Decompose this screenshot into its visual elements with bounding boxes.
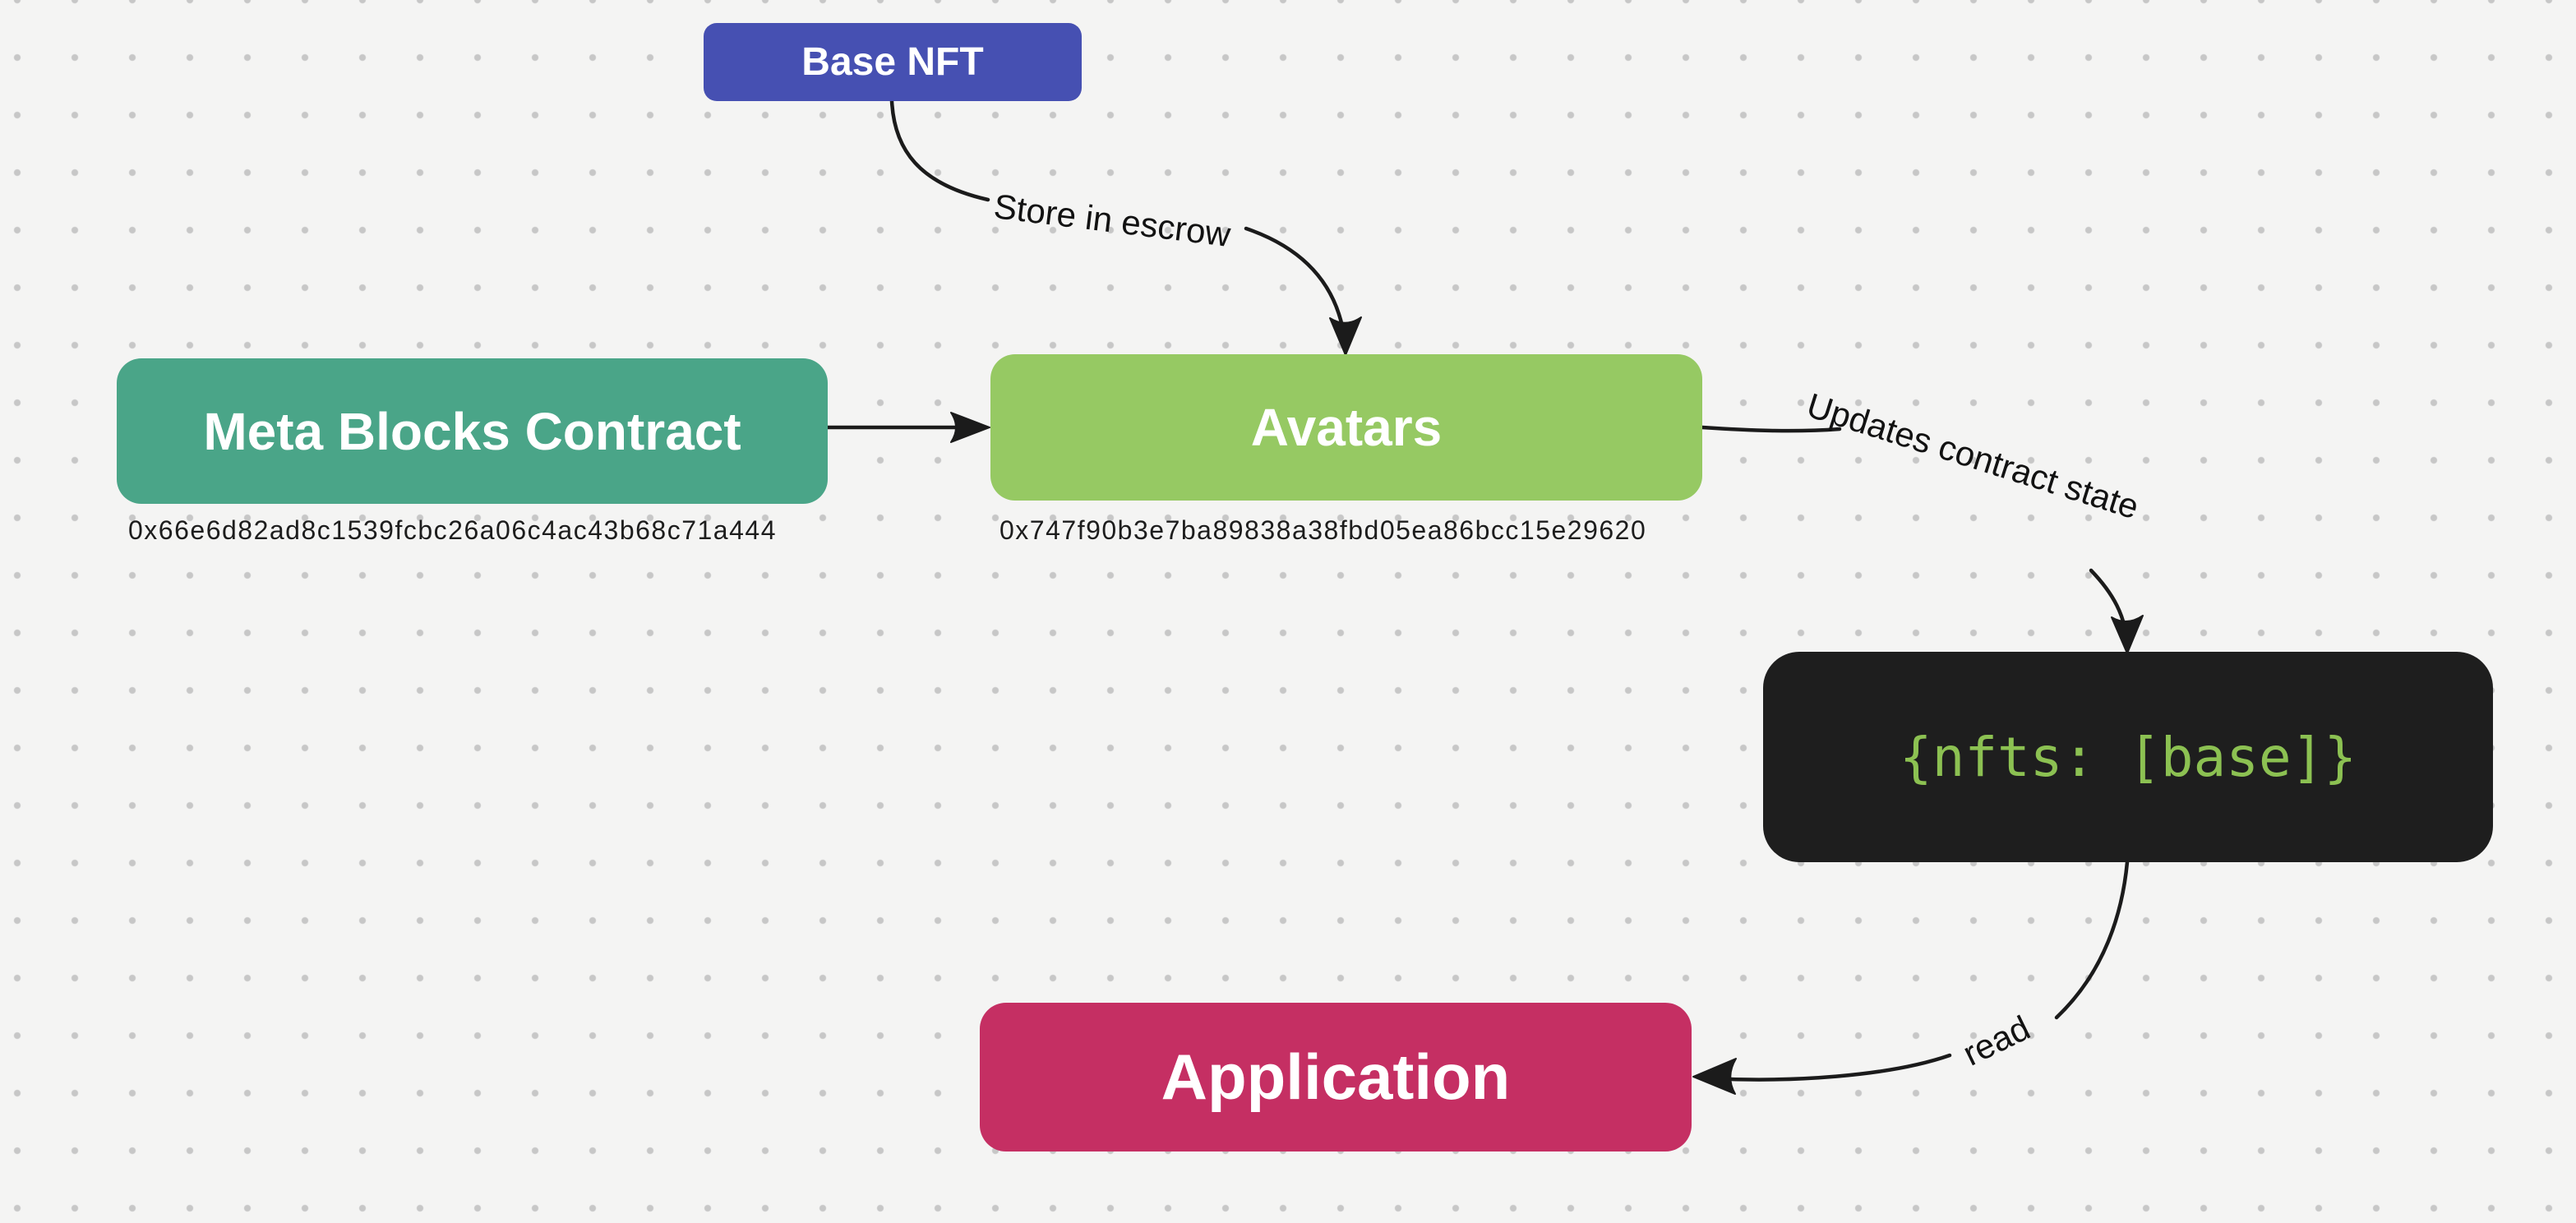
arrowhead-right-icon — [950, 412, 990, 443]
edge-read — [2054, 860, 2130, 1020]
node-avatars-label: Avatars — [1250, 398, 1443, 457]
edge-store-in-escrow — [889, 99, 990, 202]
node-application-label: Application — [1161, 1041, 1511, 1113]
edge-updates-contract-state — [1700, 425, 1842, 433]
node-base-nft-label: Base NFT — [801, 40, 984, 84]
node-avatars: Avatars — [990, 354, 1702, 501]
meta-blocks-contract-address: 0x66e6d82ad8c1539fcbc26a06c4ac43b68c71a4… — [128, 515, 777, 545]
avatars-contract-address: 0x747f90b3e7ba89838a38fbd05ea86bcc15e296… — [999, 515, 1647, 545]
node-application: Application — [980, 1003, 1692, 1151]
node-contract-state-code: {nfts: [base]} — [1899, 725, 2357, 789]
node-contract-state: {nfts: [base]} — [1763, 652, 2493, 862]
edge-read — [1707, 1053, 1952, 1082]
arrowhead-down-icon — [1329, 316, 1362, 356]
edge-store-in-escrow — [1244, 226, 1347, 343]
node-base-nft: Base NFT — [704, 23, 1082, 101]
arrowhead-left-icon — [1692, 1058, 1737, 1095]
arrowhead-down-icon — [2111, 615, 2144, 654]
node-meta-blocks-contract-label: Meta Blocks Contract — [203, 401, 741, 461]
node-meta-blocks-contract: Meta Blocks Contract — [117, 358, 828, 504]
